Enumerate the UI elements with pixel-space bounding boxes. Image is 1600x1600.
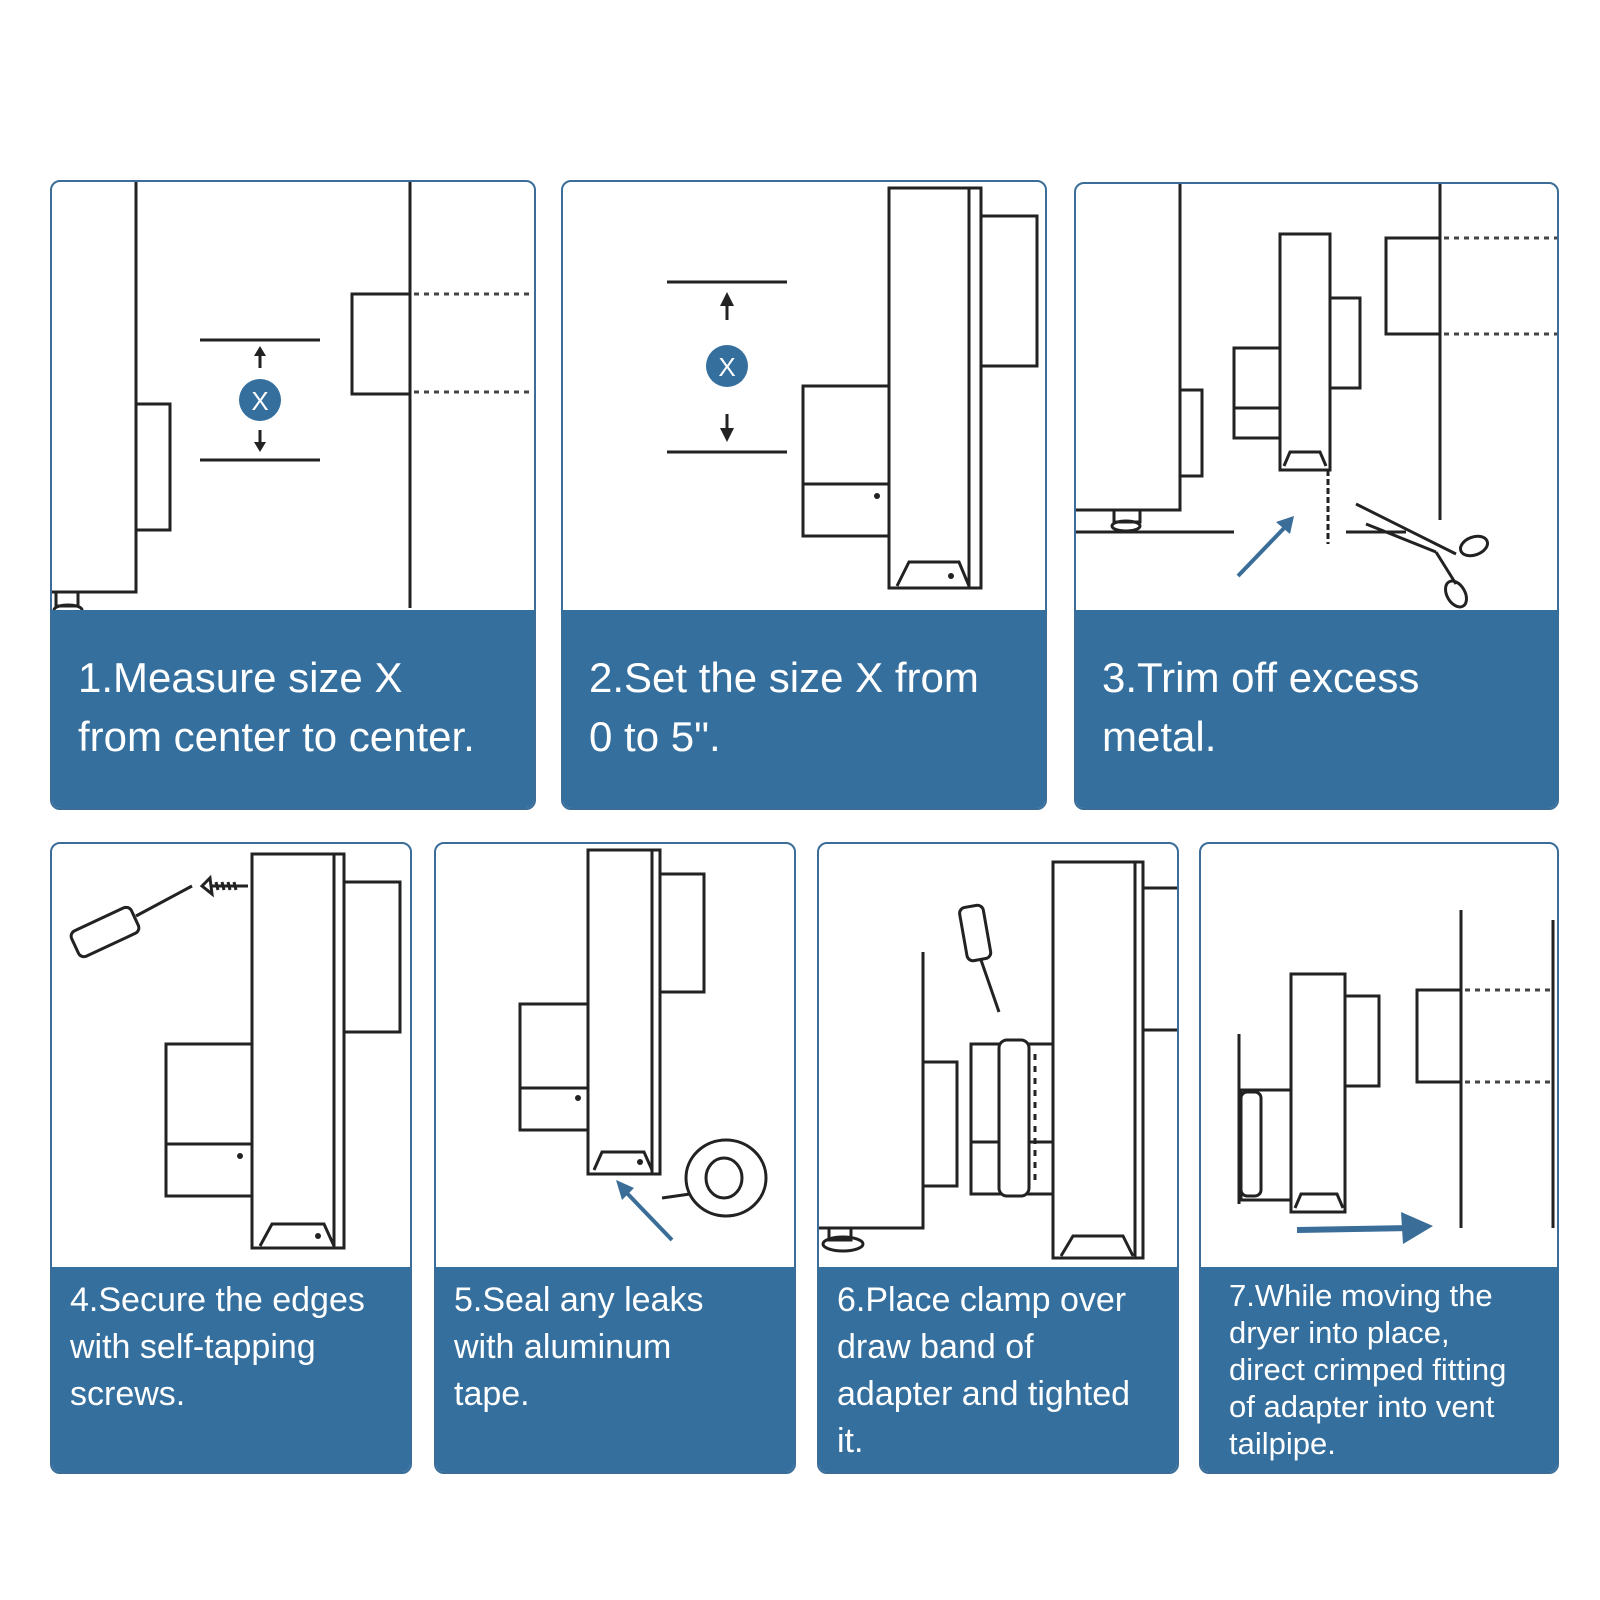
step-2-marker: X bbox=[718, 352, 735, 382]
step-6-illustration bbox=[819, 860, 1177, 1260]
step-2-illustration: X bbox=[667, 186, 1039, 590]
step-7-illustration bbox=[1237, 910, 1555, 1244]
step-card-5: 5.Seal any leaks with aluminum tape. bbox=[434, 842, 796, 1474]
step-card-1: X 1.Measure size X from center to center… bbox=[50, 180, 536, 810]
step-1-marker: X bbox=[251, 386, 268, 416]
step-card-6: 6.Place clamp over draw band of adapter … bbox=[817, 842, 1179, 1474]
screwdriver-icon bbox=[69, 884, 193, 959]
screwdriver-icon bbox=[958, 903, 1001, 1013]
step-card-2: X 2.Set the size X from 0 to 5". bbox=[561, 180, 1047, 810]
step-5-illustration bbox=[518, 848, 768, 1242]
step-3-caption: 3.Trim off excess metal. bbox=[1076, 610, 1557, 808]
marker-x-icon bbox=[706, 345, 748, 387]
marker-x-icon bbox=[239, 379, 281, 421]
step-6-caption: 6.Place clamp over draw band of adapter … bbox=[819, 1267, 1177, 1472]
step-2-caption: 2.Set the size X from 0 to 5". bbox=[563, 610, 1045, 808]
step-1-illustration: X bbox=[52, 182, 534, 617]
scissors-icon bbox=[1355, 502, 1490, 609]
step-card-3: 3.Trim off excess metal. bbox=[1074, 182, 1559, 810]
step-4-caption: 4.Secure the edges with self-tapping scr… bbox=[52, 1267, 410, 1472]
step-card-7: 7.While moving the dryer into place, dir… bbox=[1199, 842, 1559, 1474]
step-1-caption: 1.Measure size X from center to center. bbox=[52, 610, 534, 808]
step-4-illustration bbox=[69, 852, 402, 1250]
tape-roll-icon bbox=[661, 1138, 768, 1218]
step-7-caption: 7.While moving the dryer into place, dir… bbox=[1201, 1267, 1557, 1472]
step-3-illustration bbox=[1076, 184, 1557, 609]
step-card-4: 4.Secure the edges with self-tapping scr… bbox=[50, 842, 412, 1474]
screw-icon bbox=[199, 874, 248, 898]
step-5-caption: 5.Seal any leaks with aluminum tape. bbox=[436, 1267, 794, 1472]
